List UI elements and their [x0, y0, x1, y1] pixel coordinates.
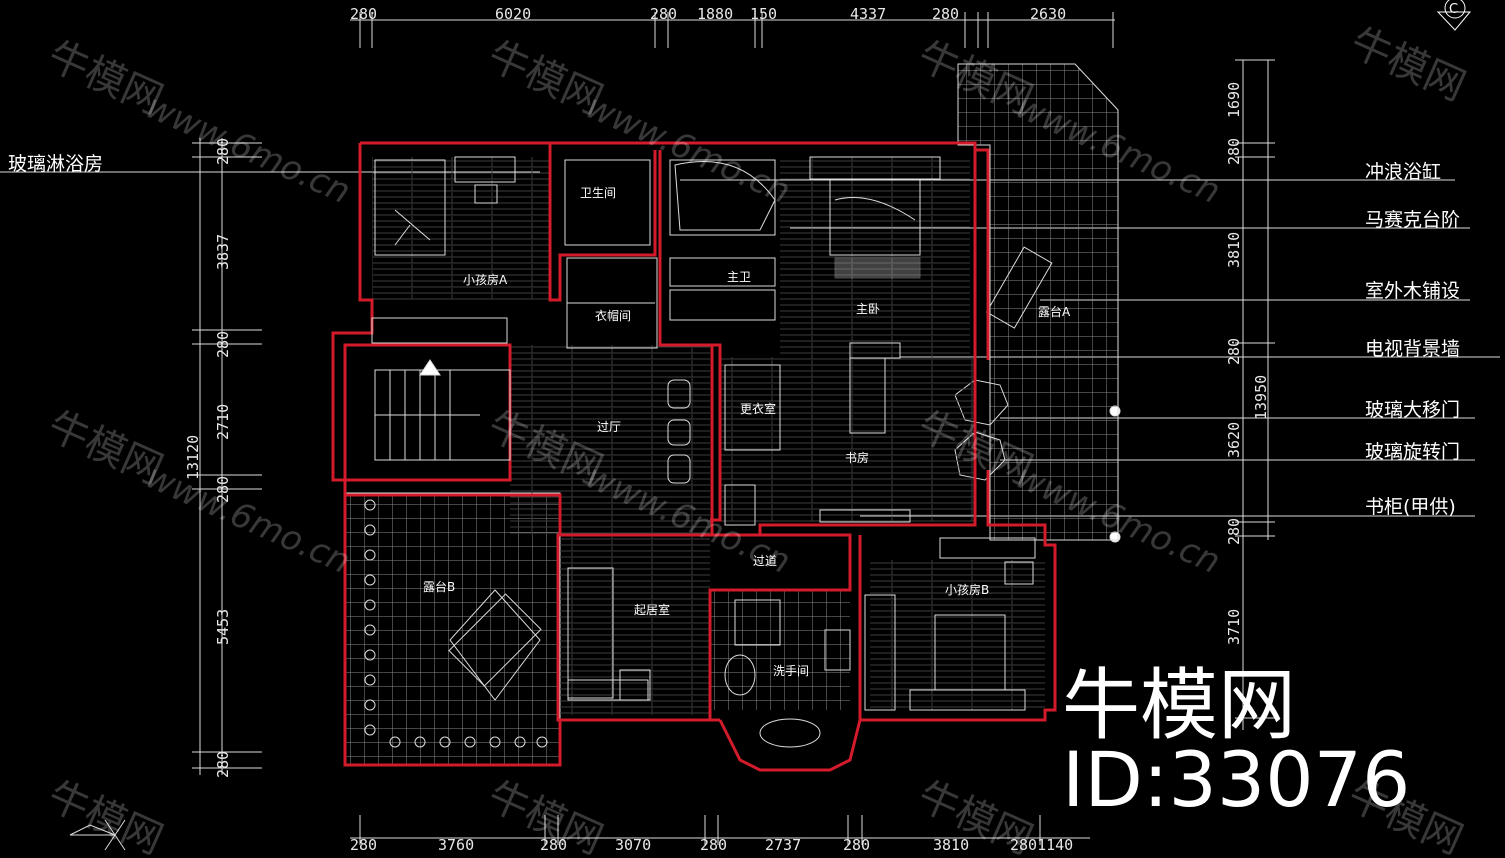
dim-right-3: 3810: [1225, 232, 1243, 268]
dim-top-2: 6020: [495, 5, 531, 23]
dim-top-1: 280: [350, 5, 377, 23]
dim-right-2: 1690: [1225, 82, 1243, 118]
watermark-text: 牛模网: [911, 773, 1039, 858]
section-marker-icon: C: [1436, 0, 1472, 31]
dim-left-4: 2710: [214, 404, 232, 440]
room-label-bedroom-b: 小孩房B: [945, 582, 989, 597]
callout-outdoor-wood: 室外木铺设: [1365, 280, 1460, 302]
callout-glass-revolving-door: 玻璃旋转门: [1365, 441, 1460, 463]
dim-right-5: 3620: [1225, 422, 1243, 458]
room-label-corridor: 过道: [753, 554, 777, 568]
dimensions-right: 280 1690 3810 280 3620 280 3710 13950: [1225, 82, 1270, 645]
room-label-master-bedroom: 主卧: [856, 302, 880, 316]
dim-left-1: 280: [214, 138, 232, 165]
dimensions-left: 280 3837 280 2710 280 5453 280 13120: [184, 138, 232, 778]
dim-bottom-5: 280: [700, 836, 727, 854]
interior-floors: [372, 157, 1045, 715]
dim-bottom-1: 280: [350, 836, 377, 854]
dim-left-7: 280: [214, 751, 232, 778]
dim-right-1: 280: [1225, 138, 1243, 165]
room-label-hall: 过厅: [597, 420, 621, 434]
callout-bookcase: 书柜(甲供): [1365, 496, 1456, 518]
watermark-text: 牛模网: [41, 773, 169, 858]
section-marker-label: C: [1449, 2, 1458, 17]
callout-surf-bathtub: 冲浪浴缸: [1365, 161, 1441, 183]
room-label-living-room: 起居室: [634, 602, 670, 617]
dim-bottom-4: 3070: [615, 836, 651, 854]
dim-right-4: 280: [1225, 338, 1243, 365]
dimensions-bottom: 280 3760 280 3070 280 2737 280 3810 2801…: [350, 836, 1073, 854]
brand-name: 牛模网: [1062, 661, 1296, 751]
plant-row: [364, 499, 548, 748]
dim-bottom-3: 280: [540, 836, 567, 854]
room-label-cloakroom: 衣帽间: [595, 308, 631, 323]
room-label-master-bath: 主卫: [727, 270, 751, 284]
room-label-study: 书房: [845, 450, 869, 465]
furniture: [371, 156, 1036, 748]
room-label-washroom: 洗手间: [773, 664, 809, 678]
dimensions-top: 280 6020 280 1880 150 4337 280 2630: [350, 5, 1066, 23]
dim-left-5: 280: [214, 476, 232, 503]
dim-top-3: 280: [650, 5, 677, 23]
dim-bottom-7: 280: [843, 836, 870, 854]
room-label-balcony-b: 露台B: [423, 579, 455, 594]
staircase: [374, 359, 511, 461]
dim-right-7: 3710: [1225, 609, 1243, 645]
brand-id: ID:33076: [1062, 735, 1410, 824]
dim-right-6: 280: [1225, 518, 1243, 545]
watermark-url: www.6mo.cn: [140, 87, 356, 212]
callout-mosaic-steps: 马赛克台阶: [1365, 209, 1460, 231]
dim-left-3: 280: [214, 331, 232, 358]
dim-top-4: 1880: [697, 5, 733, 23]
room-label-bathroom: 卫生间: [580, 186, 616, 200]
dim-bottom-8: 3810: [933, 836, 969, 854]
walls: [331, 141, 1057, 772]
dim-bottom-2: 3760: [438, 836, 474, 854]
dim-top-6: 4337: [850, 5, 886, 23]
room-label-changing-room: 更衣室: [740, 401, 776, 416]
dim-left-2: 3837: [214, 234, 232, 270]
room-label-balcony-a: 露台A: [1038, 304, 1071, 319]
dim-right-total: 13950: [1252, 375, 1270, 420]
callout-glass-shower: 玻璃淋浴房: [8, 153, 103, 175]
dim-left-total: 13120: [184, 435, 202, 480]
watermark-text: 牛模网: [1344, 19, 1472, 110]
north-arrow-icon: [69, 819, 126, 851]
dim-left-6: 5453: [214, 609, 232, 645]
room-label-bedroom-a: 小孩房A: [463, 272, 508, 287]
dim-bottom-6: 2737: [765, 836, 801, 854]
callouts: 玻璃淋浴房 冲浪浴缸 马赛克台阶 室外木铺设 电视背景墙 玻璃大移门 玻璃旋转门…: [8, 153, 1460, 518]
dim-top-7: 280: [932, 5, 959, 23]
brand-block: 牛模网 ID:33076: [1062, 661, 1410, 824]
callout-tv-wall: 电视背景墙: [1365, 338, 1460, 360]
dim-bottom-9: 2801140: [1010, 836, 1073, 854]
dim-top-5: 150: [750, 5, 777, 23]
dim-top-8: 2630: [1030, 5, 1066, 23]
room-labels: 小孩房A 卫生间 衣帽间 主卫 主卧 露台A 更衣室 过厅 书房 过道 露台B …: [423, 186, 1071, 678]
callout-glass-sliding-door: 玻璃大移门: [1365, 399, 1460, 421]
balcony-b-floor: [344, 492, 561, 766]
